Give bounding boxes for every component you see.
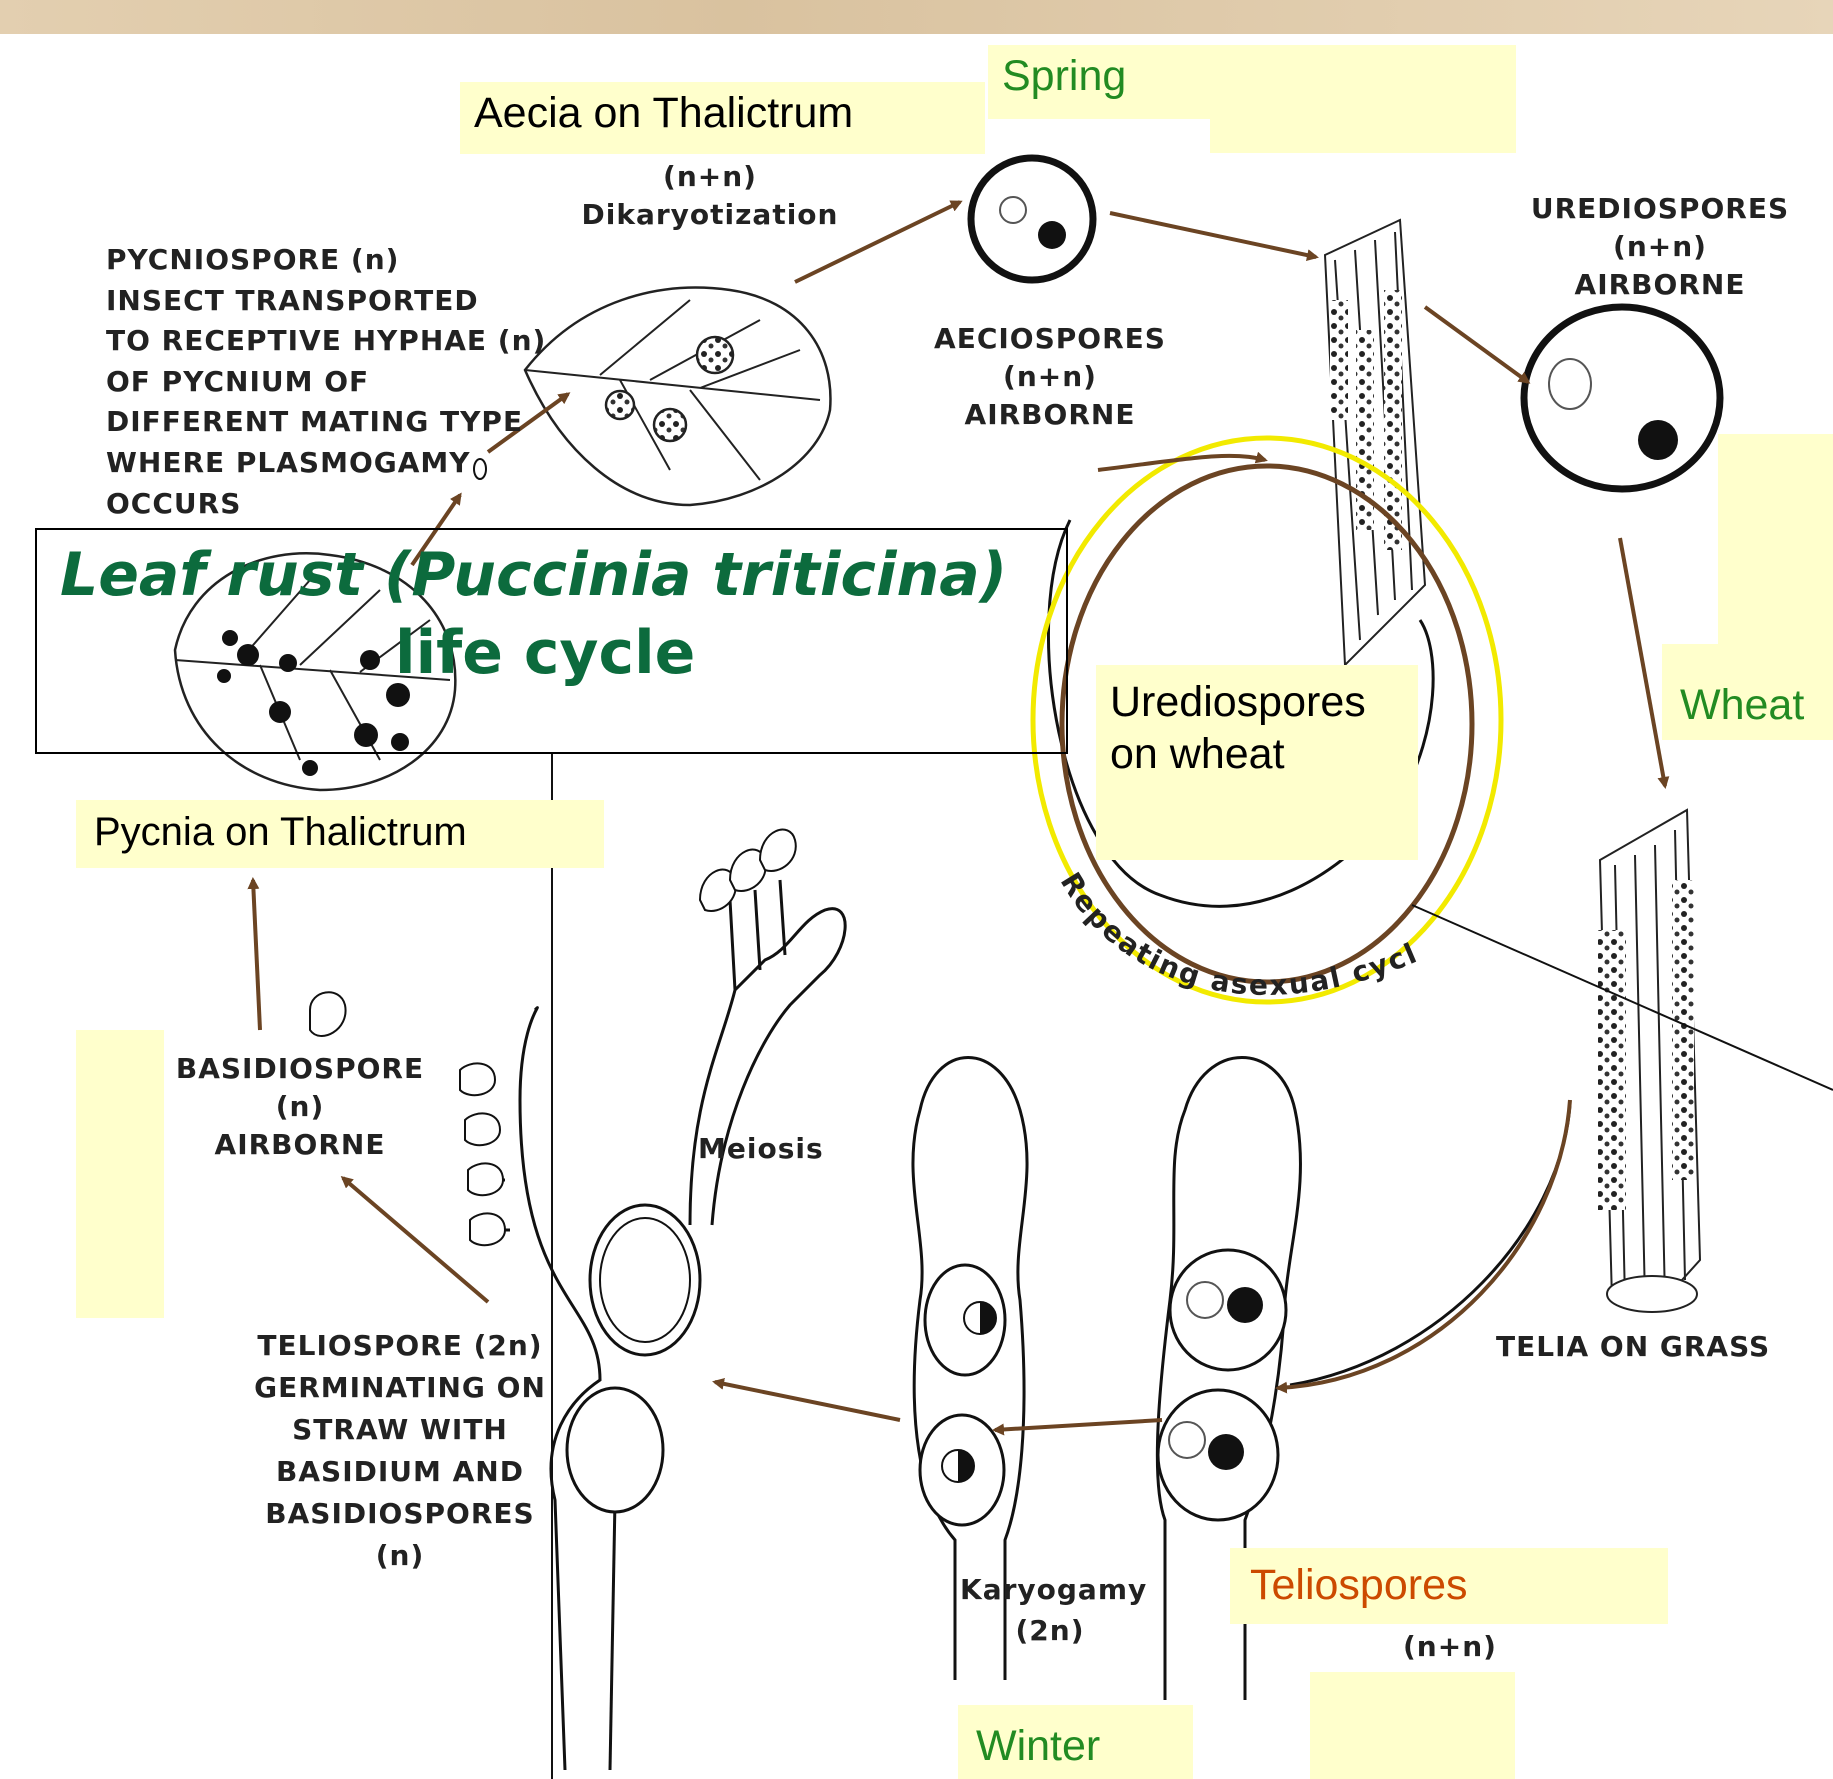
karyogamy-ploidy: (2n) bbox=[960, 1611, 1140, 1652]
aeciospores-line: AECIOSPORES bbox=[920, 320, 1180, 358]
winter-label: Winter bbox=[976, 1722, 1100, 1770]
teliospores-label: Teliospores bbox=[1250, 1561, 1468, 1609]
basidiospore-label: BASIDIOSPORE (n) AIRBORNE bbox=[170, 1050, 430, 1163]
teliospore-germination-line: BASIDIUM AND bbox=[240, 1451, 560, 1493]
note-urediospores-on-wheat: Urediospores on wheat bbox=[1096, 665, 1418, 860]
pycniospore-label: PYCNIOSPORE (n) INSECT TRANSPORTED TO RE… bbox=[106, 240, 546, 524]
note-spring: Spring bbox=[988, 45, 1516, 119]
aeciospores-label: AECIOSPORES (n+n) AIRBORNE bbox=[920, 320, 1180, 433]
urediospores-line: (n+n) bbox=[1520, 228, 1800, 266]
pycniospore-line: WHERE PLASMOGAMY bbox=[106, 443, 546, 484]
aeciospore-cell bbox=[971, 158, 1093, 280]
meiosis-label: Meiosis bbox=[698, 1130, 824, 1168]
karyogamy-label: Karyogamy (2n) bbox=[960, 1570, 1140, 1651]
urediospores-line: AIRBORNE bbox=[1520, 266, 1800, 304]
note-right-blank bbox=[1718, 434, 1833, 644]
note-left-blank bbox=[76, 1030, 164, 1318]
basidiospore-line: (n) bbox=[170, 1088, 430, 1126]
note-aecia-on-thalictrum: Aecia on Thalictrum bbox=[460, 82, 985, 154]
urediospores-line: UREDIOSPORES bbox=[1520, 190, 1800, 228]
wheat-label: Wheat bbox=[1680, 681, 1804, 729]
pycniospore-line: PYCNIOSPORE (n) bbox=[106, 240, 546, 281]
wheat-leaf-uredinia bbox=[1325, 220, 1425, 665]
spring-label: Spring bbox=[1002, 52, 1126, 100]
teliospore-germination-line: STRAW WITH bbox=[240, 1409, 560, 1451]
urediospores-label: UREDIOSPORES (n+n) AIRBORNE bbox=[1520, 190, 1800, 303]
pycniospore-line: INSECT TRANSPORTED bbox=[106, 281, 546, 322]
aecia-label: Aecia on Thalictrum bbox=[474, 89, 853, 137]
title-line-1: Leaf rust (Puccinia triticina) bbox=[60, 540, 1070, 610]
pycniospore-line: OF PYCNIUM OF bbox=[106, 362, 546, 403]
title-line-2: life cycle bbox=[395, 618, 695, 688]
note-winter: Winter bbox=[958, 1705, 1193, 1779]
urediospores-label-line2: on wheat bbox=[1110, 729, 1404, 781]
basidiospore-line: BASIDIOSPORE bbox=[170, 1050, 430, 1088]
urediospores-label-line1: Urediospores bbox=[1110, 677, 1404, 729]
pycnia-label: Pycnia on Thalictrum bbox=[94, 810, 467, 854]
basidiospore-line: AIRBORNE bbox=[170, 1126, 430, 1164]
telia-label: TELIA ON GRASS bbox=[1496, 1328, 1770, 1366]
note-wheat: Wheat bbox=[1662, 644, 1833, 740]
pycniospore-line: DIFFERENT MATING TYPE bbox=[106, 402, 546, 443]
note-pycnia-on-thalictrum: Pycnia on Thalictrum bbox=[76, 800, 604, 868]
teliospore-germination-line: TELIOSPORE (2n) bbox=[240, 1325, 560, 1367]
aeciospores-line: (n+n) bbox=[920, 358, 1180, 396]
teliospore-germination-label: TELIOSPORE (2n) GERMINATING ON STRAW WIT… bbox=[240, 1325, 560, 1577]
wheat-stem-telia bbox=[1598, 810, 1700, 1312]
leaf-aecia bbox=[525, 288, 830, 505]
pycniospore-line: OCCURS bbox=[106, 484, 546, 525]
karyogamy-text: Karyogamy bbox=[960, 1570, 1140, 1611]
urediospore-cell bbox=[1524, 307, 1720, 489]
note-bottom-blank bbox=[1310, 1672, 1515, 1779]
dikaryotization-label: (n+n) Dikaryotization bbox=[580, 158, 840, 234]
dikaryotization-nn: (n+n) bbox=[580, 158, 840, 196]
aeciospores-line: AIRBORNE bbox=[920, 396, 1180, 434]
teliospores-ploidy-label: (n+n) bbox=[1403, 1628, 1497, 1666]
dikaryotization-text: Dikaryotization bbox=[580, 196, 840, 234]
teliospore-germination-line: BASIDIOSPORES (n) bbox=[240, 1493, 560, 1577]
note-teliospores: Teliospores bbox=[1230, 1548, 1668, 1624]
teliospore-germination-line: GERMINATING ON bbox=[240, 1367, 560, 1409]
pycniospore-line: TO RECEPTIVE HYPHAE (n) bbox=[106, 321, 546, 362]
note-spring-extension bbox=[1210, 119, 1516, 153]
